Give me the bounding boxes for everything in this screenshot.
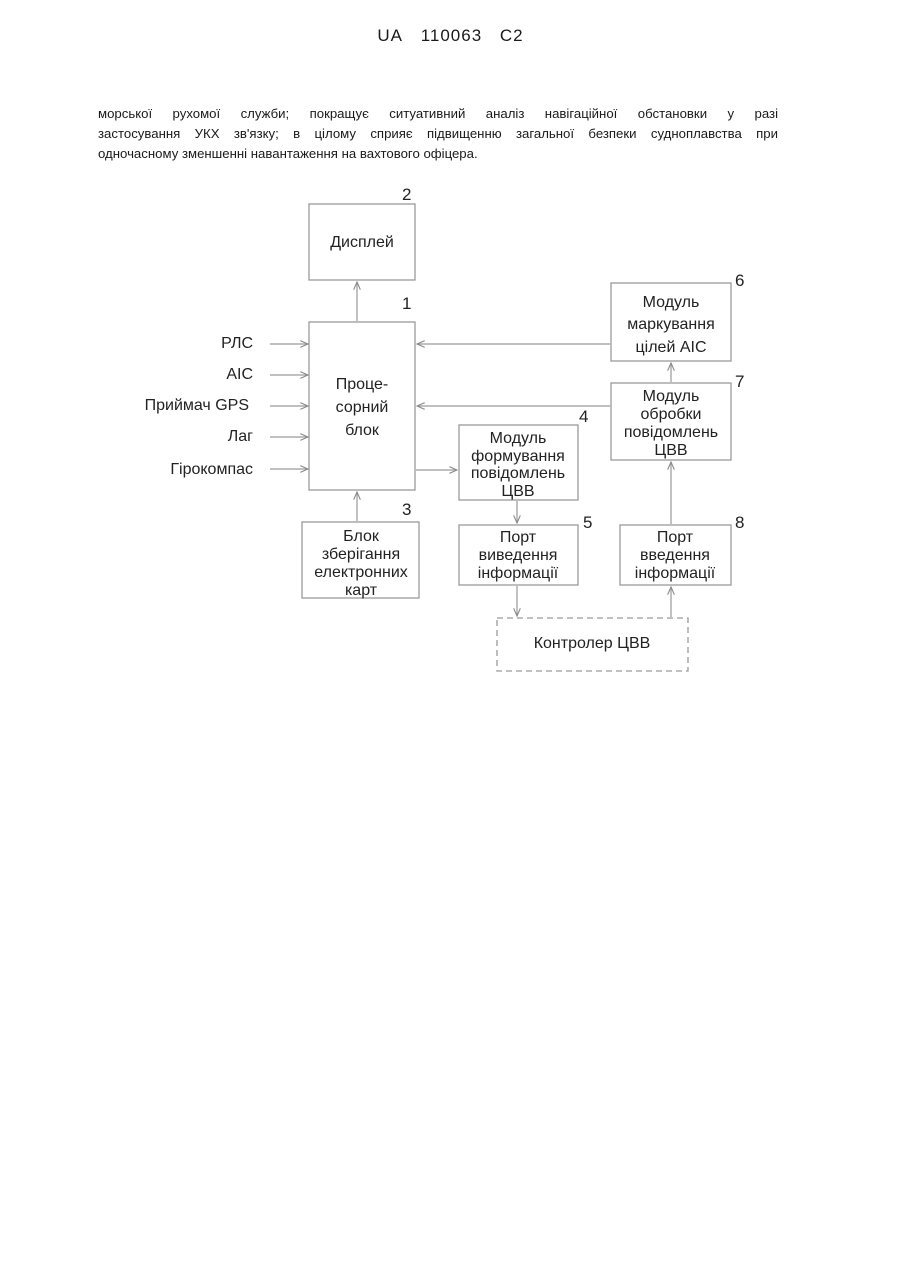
dsc-controller-label: Контролер ЦВВ bbox=[534, 635, 651, 652]
output-port-block-number: 5 bbox=[583, 513, 592, 532]
input-label-rls: РЛС bbox=[221, 335, 253, 352]
ais-marking-label-line: цілей АІС bbox=[635, 339, 706, 356]
input-port-block-number: 8 bbox=[735, 513, 744, 532]
dsc-format-label-line: повідомлень bbox=[471, 465, 565, 482]
chart-storage-label-line: електронних bbox=[314, 564, 408, 581]
input-port-label-line: Порт bbox=[657, 529, 694, 546]
dsc-format-label-line: ЦВВ bbox=[501, 483, 534, 500]
output-port-label-line: виведення bbox=[479, 547, 558, 564]
chart-storage-label-line: карт bbox=[345, 582, 378, 599]
input-label-log: Лаг bbox=[228, 428, 253, 445]
output-port-label-line: Порт bbox=[500, 529, 537, 546]
processor-label-line: Проце- bbox=[336, 376, 389, 393]
processor-label-line: сорний bbox=[336, 399, 389, 416]
input-label-gyrocompass: Гірокомпас bbox=[170, 461, 253, 478]
chart-storage-block-number: 3 bbox=[402, 500, 411, 519]
dsc-processing-block-number: 7 bbox=[735, 372, 744, 391]
output-port-label-line: інформації bbox=[478, 565, 559, 582]
dsc-format-block-number: 4 bbox=[579, 407, 588, 426]
processor-label-line: блок bbox=[345, 422, 380, 439]
processor-block-number: 1 bbox=[402, 294, 411, 313]
dsc-format-label-line: формування bbox=[471, 448, 565, 465]
chart-storage-label-line: Блок bbox=[343, 528, 380, 545]
ais-marking-label-line: Модуль bbox=[643, 294, 700, 311]
input-port-label-line: введення bbox=[640, 547, 710, 564]
input-label-ais: АІС bbox=[226, 366, 253, 383]
input-port-label-line: інформації bbox=[635, 565, 716, 582]
dsc-format-label-line: Модуль bbox=[490, 430, 547, 447]
dsc-processing-label-line: обробки bbox=[641, 406, 702, 423]
dsc-processing-label-line: повідомлень bbox=[624, 424, 718, 441]
dsc-processing-label-line: ЦВВ bbox=[654, 442, 687, 459]
display-label: Дисплей bbox=[330, 234, 394, 251]
chart-storage-label-line: зберігання bbox=[322, 546, 400, 563]
input-label-gps: Приймач GPS bbox=[145, 397, 249, 414]
ais-marking-block-number: 6 bbox=[735, 271, 744, 290]
ais-marking-label-line: маркування bbox=[627, 316, 715, 333]
display-block-number: 2 bbox=[402, 185, 411, 204]
dsc-processing-label-line: Модуль bbox=[643, 388, 700, 405]
